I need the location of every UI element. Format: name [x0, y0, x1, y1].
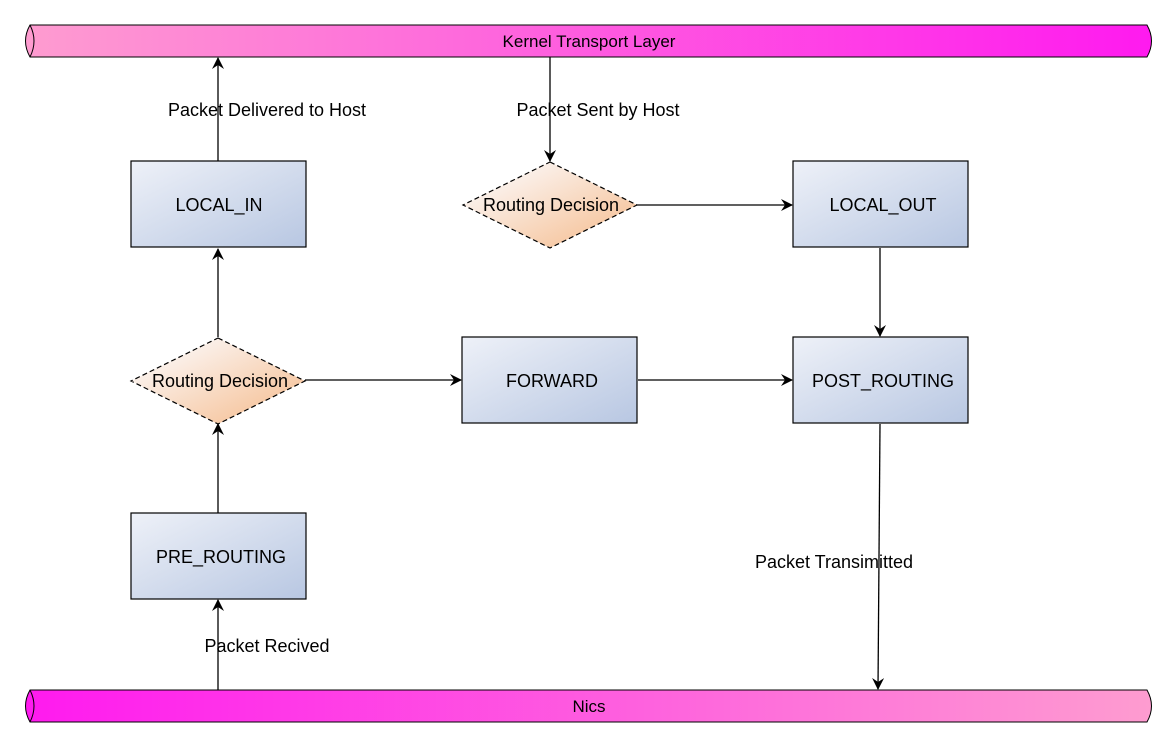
- edge-label-delivered: Packet Delivered to Host: [168, 100, 366, 120]
- edge-label-sent: Packet Sent by Host: [516, 100, 679, 120]
- nics-bar: Nics: [25, 689, 1152, 723]
- local-out-label: LOCAL_OUT: [829, 195, 936, 216]
- node-routing-decision-top: Routing Decision: [461, 161, 639, 249]
- kernel-transport-layer-bar: Kernel Transport Layer: [25, 24, 1152, 58]
- node-forward: FORWARD: [461, 336, 638, 424]
- forward-label: FORWARD: [506, 371, 598, 391]
- edge-label-received: Packet Recived: [204, 636, 329, 656]
- post-routing-label: POST_ROUTING: [812, 371, 954, 392]
- edges: [212, 57, 886, 690]
- routing-decision-top-label: Routing Decision: [483, 195, 619, 215]
- node-routing-decision-left: Routing Decision: [129, 337, 307, 425]
- local-in-label: LOCAL_IN: [175, 195, 262, 216]
- node-post-routing: POST_ROUTING: [792, 336, 969, 424]
- edge-label-transmitted: Packet Transimitted: [755, 552, 913, 572]
- nics-label: Nics: [572, 697, 605, 716]
- node-local-out: LOCAL_OUT: [792, 160, 969, 248]
- edge-post-routing-to-nics: [872, 423, 885, 690]
- node-local-in: LOCAL_IN: [130, 160, 307, 248]
- node-pre-routing: PRE_ROUTING: [130, 512, 307, 600]
- pre-routing-label: PRE_ROUTING: [156, 547, 286, 568]
- routing-decision-left-label: Routing Decision: [152, 371, 288, 391]
- kernel-transport-layer-label: Kernel Transport Layer: [503, 32, 676, 51]
